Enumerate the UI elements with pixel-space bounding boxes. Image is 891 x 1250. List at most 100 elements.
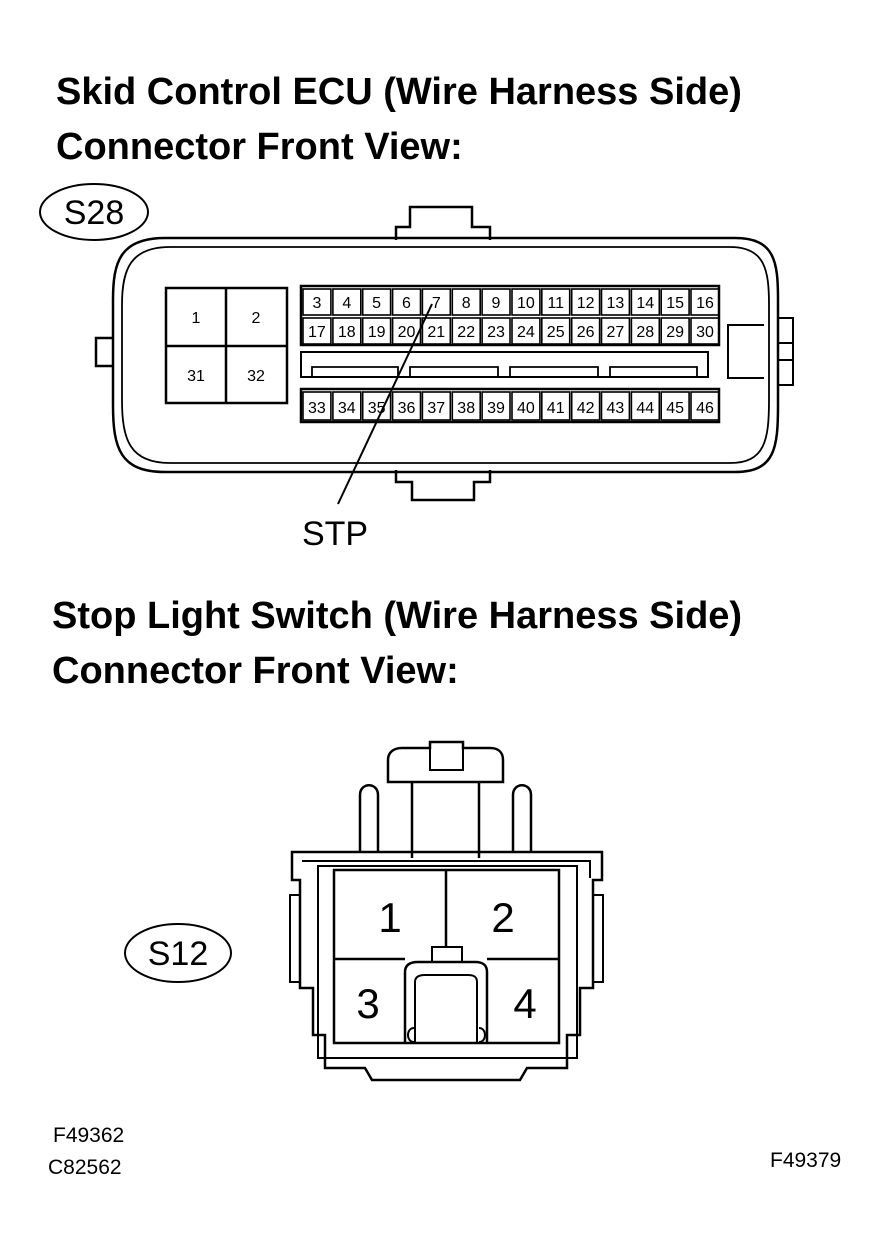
- ecu-terminal-label: 8: [462, 295, 471, 312]
- switch-title-line1: Stop Light Switch (Wire Harness Side): [52, 595, 743, 637]
- stp-callout-line: [337, 303, 433, 505]
- figure-code-left-2: C82562: [48, 1156, 122, 1179]
- ecu-terminal-label: 19: [368, 324, 386, 341]
- ecu-terminal-label: 38: [457, 400, 475, 417]
- ecu-terminal-cell: [421, 317, 452, 345]
- ecu-terminal-label: 27: [607, 324, 625, 341]
- switch-terminal-1: 1: [378, 894, 401, 941]
- ecu-terminal-label: 11: [547, 295, 564, 312]
- ecu-terminal-cell: [600, 391, 631, 421]
- figure-code-right: F49379: [770, 1149, 842, 1172]
- ecu-terminal-label: 42: [577, 400, 595, 417]
- switch-top-latch: [386, 740, 505, 784]
- ecu-terminal-cell: [361, 288, 392, 316]
- ecu-terminal-label: 5: [372, 295, 381, 312]
- switch-terminal-2: 2: [491, 894, 514, 941]
- switch-terminal-3: 3: [356, 980, 379, 1027]
- ecu-terminal-label: 20: [398, 324, 416, 341]
- ecu-terminal-label: 7: [432, 295, 441, 312]
- ecu-terminal-label: 3: [312, 295, 321, 312]
- switch-body-inner: [317, 865, 578, 1059]
- ecu-terminal-label: 35: [368, 400, 386, 417]
- ecu-terminal-cell: [302, 317, 332, 345]
- ecu-terminal-label: 23: [487, 324, 505, 341]
- ecu-terminal-cell: [690, 317, 720, 345]
- ecu-terminal-label: 28: [636, 324, 654, 341]
- ecu-terminal-label: 36: [398, 400, 416, 417]
- ecu-terminal-cell: [511, 317, 541, 345]
- ecu-terminal-label: 37: [427, 400, 445, 417]
- ecu-terminal-cell: [660, 288, 690, 316]
- ecu-terminal-label: 44: [636, 400, 654, 417]
- switch-title-line2: Connector Front View:: [52, 650, 459, 692]
- ecu-top-latch: [394, 205, 492, 240]
- ecu-terminal-cell: [302, 391, 332, 421]
- ecu-terminal-cell: [391, 317, 422, 345]
- ecu-terminal-label: 21: [427, 324, 445, 341]
- ecu-terminal-cell: [570, 288, 601, 316]
- ecu-terminal-cell: [361, 391, 392, 421]
- ecu-terminal-cell: [332, 391, 362, 421]
- ecu-terminal-cell: [570, 391, 601, 421]
- ecu-terminal-label: 30: [696, 324, 714, 341]
- ecu-terminal-cell: [690, 391, 720, 421]
- s12-connector-id: S12: [148, 935, 209, 973]
- ecu-housing-outer: [111, 236, 780, 474]
- ecu-terminal-label: 13: [607, 295, 625, 312]
- ecu-right-latch: [727, 317, 794, 386]
- ecu-terminal-cell: [511, 288, 541, 316]
- ecu-terminal-label: 9: [492, 295, 501, 312]
- ecu-terminal-label: 15: [666, 295, 684, 312]
- ecu-terminal-cell: [451, 391, 481, 421]
- ecu-terminal-cell: [600, 288, 631, 316]
- ecu-terminal-label: 16: [696, 295, 714, 312]
- figure-code-left-1: F49362: [53, 1124, 125, 1147]
- ecu-terminal-cell: [481, 317, 511, 345]
- ecu-big-terminal-label: 2: [252, 310, 261, 327]
- ecu-big-terminal-label: 1: [192, 310, 201, 327]
- ecu-terminal-label: 10: [517, 295, 535, 312]
- ecu-terminal-cell: [302, 288, 332, 316]
- ecu-title-line1: Skid Control ECU (Wire Harness Side): [56, 71, 742, 113]
- ecu-center-rib: [300, 351, 709, 378]
- ecu-bottom-latch: [394, 470, 492, 502]
- ecu-terminal-cell: [391, 391, 422, 421]
- ecu-terminal-cell: [511, 391, 541, 421]
- ecu-terminal-cell: [660, 391, 690, 421]
- ecu-terminal-cell: [600, 317, 631, 345]
- ecu-terminal-label: 24: [517, 324, 535, 341]
- ecu-terminal-label: 26: [577, 324, 595, 341]
- ecu-terminal-label: 40: [517, 400, 535, 417]
- ecu-terminal-label: 46: [696, 400, 714, 417]
- ecu-terminal-cell: [630, 288, 661, 316]
- ecu-terminal-cell: [690, 288, 720, 316]
- switch-body-outer: [290, 850, 604, 1082]
- ecu-terminal-label: 34: [338, 400, 356, 417]
- ecu-terminal-cell: [421, 288, 452, 316]
- ecu-housing-inner: [121, 246, 770, 464]
- ecu-terminal-cell: [630, 391, 661, 421]
- ecu-terminal-cell: [540, 317, 571, 345]
- switch-terminal-4: 4: [513, 980, 536, 1027]
- ecu-terminal-cell: [540, 391, 571, 421]
- ecu-terminal-label: 45: [666, 400, 684, 417]
- ecu-terminal-cell: [391, 288, 422, 316]
- ecu-big-terminal-label: 32: [247, 368, 265, 385]
- ecu-terminal-label: 12: [577, 295, 595, 312]
- ecu-terminal-cell: [630, 317, 661, 345]
- ecu-title-line2: Connector Front View:: [56, 126, 463, 168]
- switch-right-post: [511, 784, 533, 852]
- ecu-terminal-label: 29: [666, 324, 684, 341]
- ecu-terminal-cell: [540, 288, 571, 316]
- s12-id-oval: [124, 923, 232, 983]
- ecu-left-tab: [94, 336, 113, 368]
- ecu-terminal-cell: [451, 288, 481, 316]
- ecu-terminal-cell: [481, 391, 511, 421]
- s28-connector-id: S28: [64, 194, 125, 232]
- ecu-terminal-label: 33: [308, 400, 326, 417]
- ecu-terminal-label: 43: [607, 400, 625, 417]
- ecu-terminal-label: 41: [547, 400, 565, 417]
- ecu-terminal-label: 25: [547, 324, 565, 341]
- stp-label: STP: [302, 515, 368, 553]
